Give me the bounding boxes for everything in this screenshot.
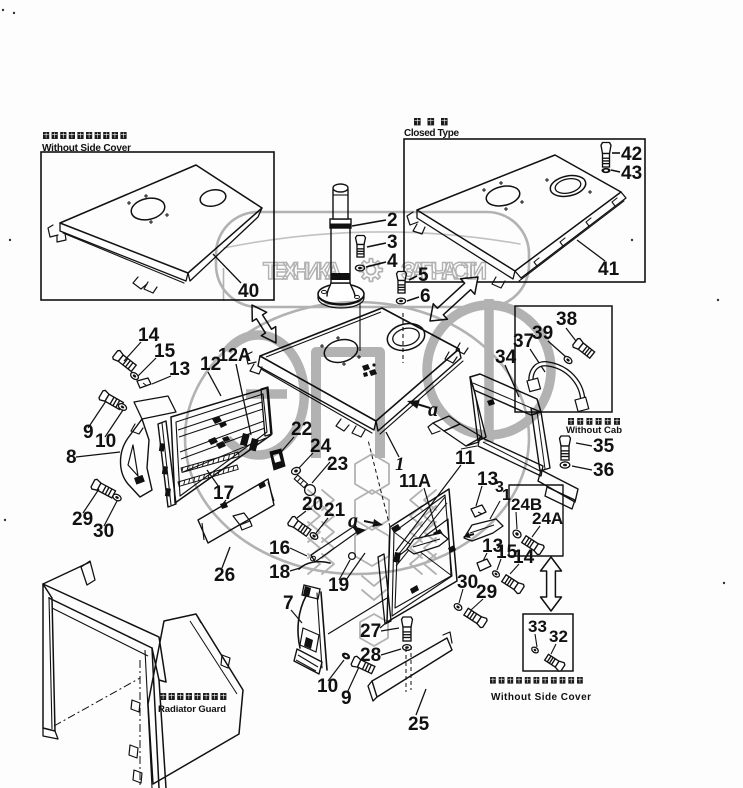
svg-text:25: 25 [408, 714, 430, 735]
svg-text:1: 1 [502, 487, 511, 504]
svg-text:30: 30 [457, 572, 478, 593]
svg-text:41: 41 [598, 259, 620, 280]
svg-text:3: 3 [387, 232, 398, 253]
svg-text:37: 37 [513, 331, 534, 352]
svg-text:Without Cab: Without Cab [566, 425, 622, 436]
svg-text:Without Side Cover: Without Side Cover [42, 143, 131, 154]
svg-text:10: 10 [95, 431, 116, 452]
svg-text:ТЕХНИКА: ТЕХНИКА [263, 258, 342, 285]
svg-text:17: 17 [213, 483, 234, 504]
svg-text:a: a [348, 510, 358, 532]
svg-text:16: 16 [269, 538, 290, 559]
svg-text:7: 7 [283, 593, 294, 614]
svg-text:15: 15 [154, 341, 176, 362]
svg-text:a: a [428, 399, 438, 421]
svg-text:ЗАПЧАСТИ: ЗАПЧАСТИ [401, 258, 487, 285]
svg-text:11: 11 [455, 448, 476, 469]
svg-text:15: 15 [496, 542, 518, 563]
svg-text:10: 10 [317, 676, 338, 697]
svg-text:21: 21 [324, 500, 346, 521]
svg-text:34: 34 [495, 347, 517, 368]
svg-text:33: 33 [528, 617, 547, 636]
svg-text:14: 14 [513, 547, 535, 568]
svg-text:23: 23 [327, 454, 348, 475]
svg-text:6: 6 [420, 286, 431, 307]
svg-text:8: 8 [66, 447, 77, 468]
svg-text:4: 4 [387, 251, 398, 272]
svg-text:27: 27 [360, 621, 381, 642]
svg-text:30: 30 [93, 521, 114, 542]
svg-text:Radiator Guard: Radiator Guard [158, 704, 226, 715]
svg-text:11A: 11A [399, 471, 431, 491]
svg-text:14: 14 [138, 325, 160, 346]
svg-text:2: 2 [387, 210, 398, 231]
svg-text:40: 40 [238, 281, 259, 302]
svg-text:26: 26 [214, 565, 235, 586]
svg-text:43: 43 [621, 163, 642, 184]
svg-text:18: 18 [269, 562, 290, 583]
svg-text:28: 28 [360, 645, 381, 666]
svg-text:36: 36 [593, 460, 614, 481]
svg-text:35: 35 [593, 436, 615, 457]
svg-text:9: 9 [83, 422, 94, 443]
svg-text:13: 13 [482, 536, 503, 557]
svg-text:29: 29 [72, 509, 93, 530]
svg-text:5: 5 [418, 265, 429, 286]
svg-text:38: 38 [556, 309, 577, 330]
svg-text:13: 13 [477, 469, 498, 490]
svg-text:29: 29 [476, 582, 497, 603]
svg-text:32: 32 [549, 627, 568, 646]
svg-text:9: 9 [341, 688, 352, 709]
svg-text:24A: 24A [532, 509, 563, 528]
svg-text:Closed Type: Closed Type [404, 128, 459, 139]
svg-text:1: 1 [395, 454, 405, 475]
svg-text:19: 19 [328, 575, 349, 596]
svg-text:13: 13 [169, 359, 190, 380]
svg-text:3: 3 [495, 479, 504, 496]
svg-text:24B: 24B [511, 495, 542, 514]
svg-text:42: 42 [621, 144, 642, 165]
svg-text:Without Side Cover: Without Side Cover [491, 692, 591, 703]
